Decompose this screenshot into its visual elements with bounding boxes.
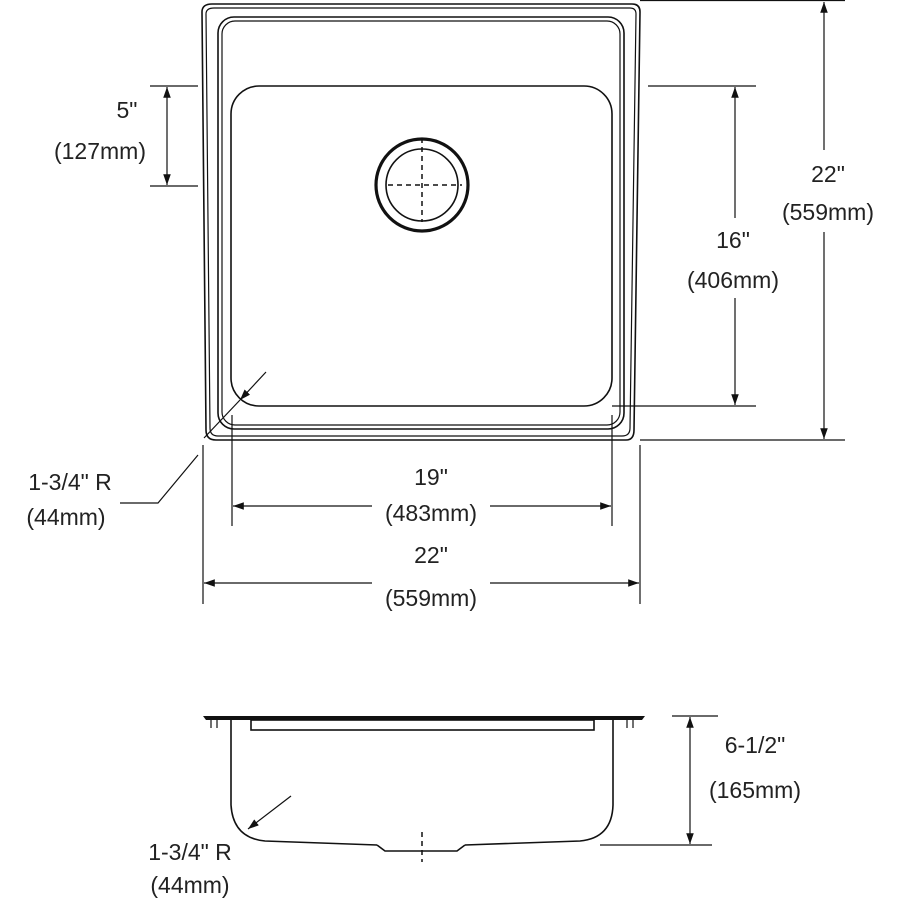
dim-bowl-front-back-imperial: 16": [716, 227, 750, 253]
outer-flange: [201, 3, 641, 441]
dim-corner-radius-side: 1-3/4" R (44mm): [148, 795, 292, 898]
dim-overall-width-metric: (559mm): [385, 585, 477, 611]
inner-rim-line: [221, 20, 621, 426]
dim-drain-offset-metric: (127mm): [54, 138, 146, 164]
side-clip-left: [210, 720, 218, 728]
outer-flange-inner-line: [205, 7, 637, 437]
side-drain: [376, 844, 466, 852]
dim-corner-radius-top-imperial: 1-3/4" R: [28, 469, 112, 495]
dim-corner-radius-top-metric: (44mm): [26, 504, 105, 530]
dim-drain-offset-imperial: 5": [117, 97, 138, 123]
side-clip-right: [626, 720, 634, 728]
dim-overall-width: 22" (559mm): [202, 445, 641, 611]
top-view: [201, 3, 641, 441]
dim-side-depth: 6-1/2" (165mm): [600, 715, 801, 846]
dim-side-depth-imperial: 6-1/2": [725, 732, 786, 758]
dim-overall-front-back-metric: (559mm): [782, 199, 874, 225]
dim-drain-offset: 5" (127mm): [54, 85, 198, 187]
dim-bowl-width: 19" (483mm): [231, 415, 613, 526]
dim-overall-front-back-imperial: 22": [811, 161, 845, 187]
dim-bowl-width-metric: (483mm): [385, 500, 477, 526]
dim-bowl-width-imperial: 19": [414, 464, 448, 490]
dim-corner-radius-top: 1-3/4" R (44mm): [26, 371, 267, 530]
dim-corner-radius-side-imperial: 1-3/4" R: [148, 839, 232, 865]
side-lip: [250, 719, 595, 731]
dim-overall-front-back: 22" (559mm): [640, 0, 874, 441]
side-view: [203, 716, 645, 862]
side-bowl: [230, 720, 614, 846]
dim-bowl-front-back: 16" (406mm): [612, 85, 779, 407]
dim-overall-width-imperial: 22": [414, 542, 448, 568]
dim-bowl-front-back-metric: (406mm): [687, 267, 779, 293]
inner-rim: [217, 16, 625, 430]
side-flange: [203, 716, 645, 720]
bowl: [230, 85, 613, 407]
dim-corner-radius-side-metric: (44mm): [150, 872, 229, 898]
dim-side-depth-metric: (165mm): [709, 777, 801, 803]
